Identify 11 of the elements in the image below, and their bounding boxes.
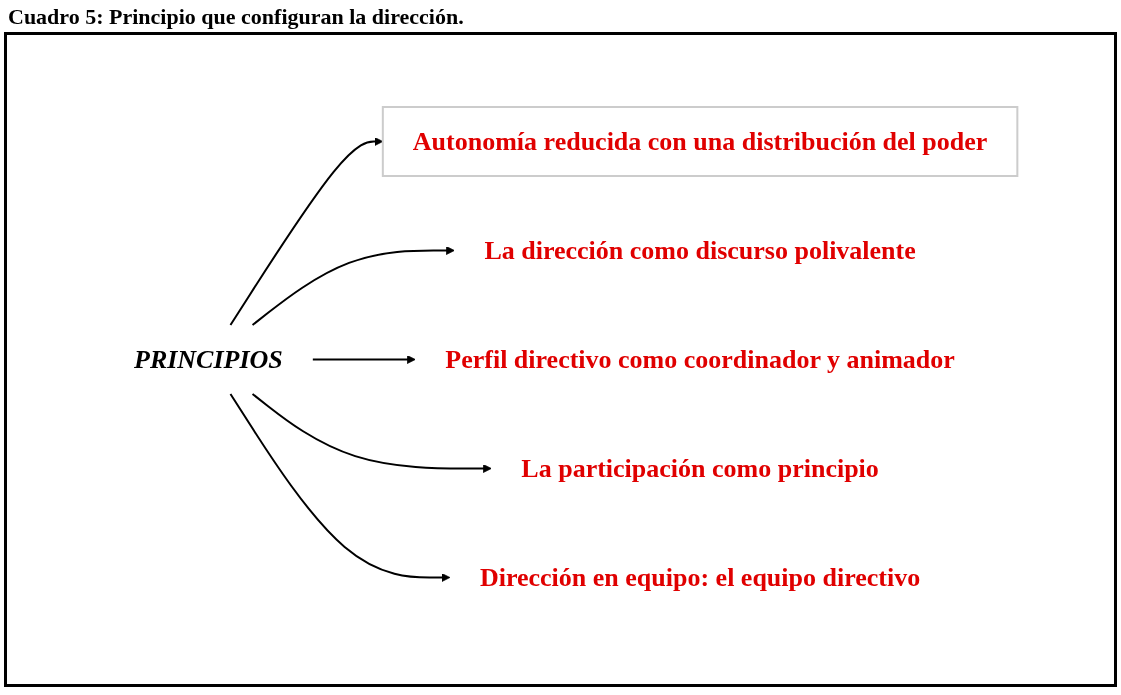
node-text: La dirección como discurso polivalente <box>484 236 916 265</box>
diagram-title: Cuadro 5: Principio que configuran la dirección. <box>8 4 465 30</box>
arrow <box>311 355 416 364</box>
arrow <box>251 246 455 326</box>
node-text: PRINCIPIOS <box>133 345 283 374</box>
node-text: Dirección en equipo: el equipo directivo <box>479 563 921 592</box>
node-text: Perfil directivo como coordinador y animador <box>445 345 955 374</box>
arrow <box>251 393 492 473</box>
arrow <box>229 393 451 582</box>
node-text: La participación como principio <box>521 454 879 483</box>
node-box: Autonomía reducida con una distribución del poder <box>381 106 1019 177</box>
